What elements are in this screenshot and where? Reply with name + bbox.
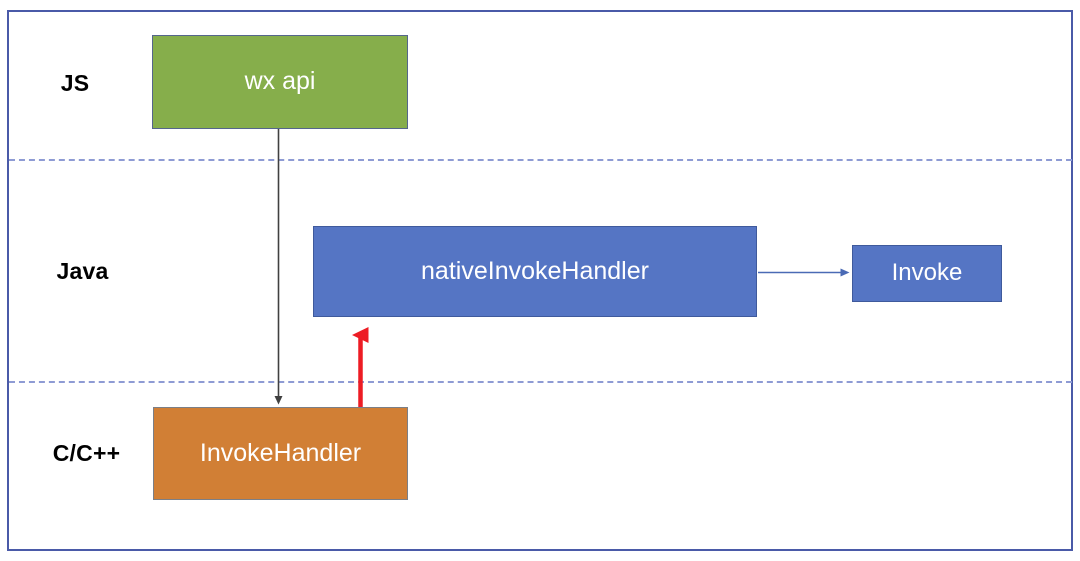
layer-label-java: Java [56,258,109,284]
layer-divider-js-java [9,159,1072,161]
node-invoke-handler[interactable]: InvokeHandler [153,407,408,500]
layer-label-js: JS [60,70,90,96]
node-native-invoke-handler[interactable]: nativeInvokeHandler [313,226,757,317]
layer-label-cpp: C/C++ [52,440,121,466]
node-wx-api[interactable]: wx api [152,35,408,129]
layer-divider-java-cpp [9,381,1072,383]
node-invoke[interactable]: Invoke [852,245,1002,302]
